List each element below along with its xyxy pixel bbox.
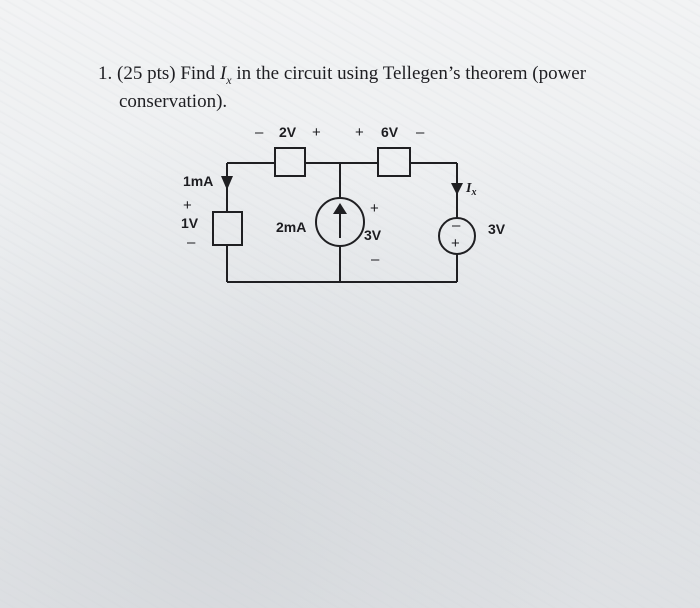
element-6v-box [377, 147, 411, 177]
problem-statement: 1. (25 pts) Find Ix in the circuit using… [98, 63, 658, 113]
current-source-circle [315, 197, 365, 247]
right-source-voltage-label: 3V [488, 221, 506, 237]
down-arrow-icon [221, 176, 233, 190]
problem-points: (25 pts) [117, 63, 176, 84]
element-left-1v: 1mA + 1V – [181, 173, 243, 251]
element-2v-plus: + [312, 124, 321, 141]
left-voltage-label: 1V [181, 215, 199, 231]
problem-number: 1. [98, 63, 113, 84]
source-voltage-minus: – [371, 251, 380, 268]
current-source-label: 2mA [276, 219, 306, 235]
circuit-wires [226, 162, 458, 283]
voltage-source-bottom-sign: + [451, 235, 460, 252]
left-current-label: 1mA [183, 173, 213, 189]
element-2v-label: 2V [279, 124, 297, 140]
variable-ix: Ix [219, 63, 232, 87]
element-6v-plus: + [355, 124, 364, 141]
element-6v-minus: – [416, 124, 425, 141]
element-left-box [212, 211, 243, 246]
ix-arrow-icon [451, 183, 463, 195]
problem-line-2: conservation). [119, 90, 228, 112]
voltage-source-top-sign: – [452, 217, 461, 234]
up-arrow-head-icon [333, 203, 347, 214]
problem-text-after: in the circuit using Tellegen’s theorem … [236, 63, 587, 84]
source-voltage-3v: + 3V – [364, 200, 382, 268]
ix-label: Ix [465, 181, 476, 198]
element-2v-minus: – [255, 124, 264, 141]
element-2v-box [274, 147, 306, 177]
problem-line-1: 1. (25 pts) Find Ix in the circuit using… [98, 63, 658, 91]
source-voltage-label: 3V [364, 227, 382, 243]
element-6v: + 6V – [355, 124, 425, 177]
element-6v-label: 6V [381, 124, 399, 140]
problem-text-before: Find [180, 63, 216, 84]
element-2v: – 2V + [255, 124, 321, 177]
current-source-2ma: 2mA [276, 197, 365, 247]
voltage-source-circle [438, 217, 476, 255]
left-minus: – [187, 234, 196, 251]
source-voltage-plus: + [370, 200, 379, 217]
left-plus: + [183, 197, 192, 214]
voltage-source-right: – + Ix 3V [438, 181, 506, 255]
